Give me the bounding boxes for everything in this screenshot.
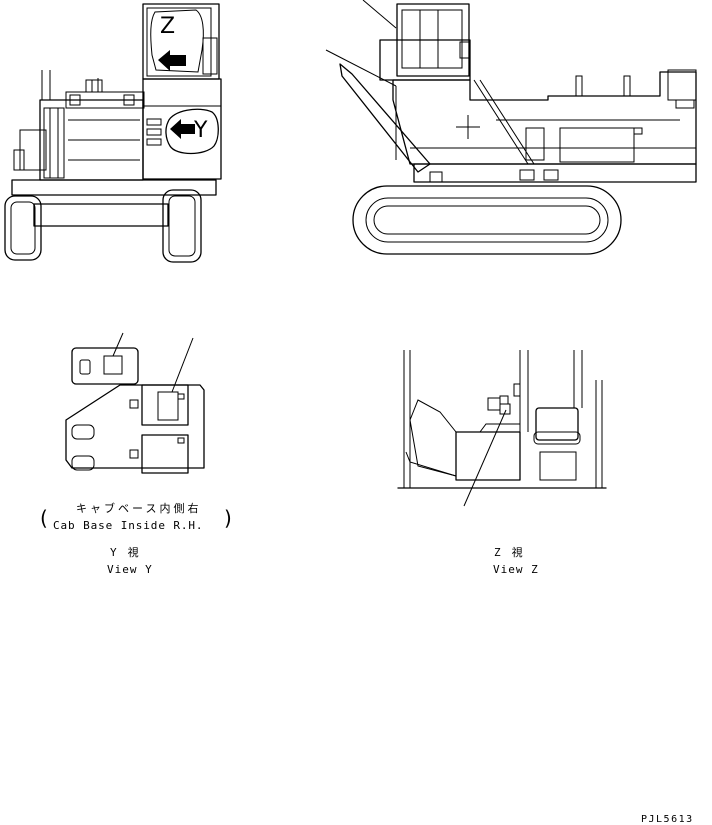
view-z-callout-letter: Z bbox=[160, 14, 176, 39]
view-z-arrow bbox=[158, 50, 186, 71]
view-y-callout-letter: Y bbox=[194, 118, 208, 143]
view-y-leader-upper bbox=[112, 332, 124, 357]
view-y-location-en: Cab Base Inside R.H. bbox=[53, 519, 204, 532]
drawing-number: PJL5613 bbox=[641, 814, 694, 825]
view-z-detail bbox=[397, 350, 607, 507]
view-z-title-en: View Z bbox=[493, 563, 539, 576]
view-y-leader-lower bbox=[171, 337, 194, 393]
view-y-title-en: View Y bbox=[107, 563, 153, 576]
view-y-location-close-paren: ) bbox=[224, 506, 232, 530]
view-y-arrow bbox=[170, 119, 195, 139]
view-y-title-jp: Y 視 bbox=[110, 546, 139, 559]
view-z-leader bbox=[463, 409, 507, 507]
view-y-detail bbox=[65, 332, 205, 474]
view-y-location-open-paren: ( bbox=[40, 506, 48, 530]
machine-front-view bbox=[4, 3, 222, 263]
view-y-location-jp: キャブベース内側右 bbox=[76, 502, 202, 515]
machine-side-view bbox=[325, 0, 697, 255]
view-z-title-jp: Z 視 bbox=[494, 546, 523, 559]
